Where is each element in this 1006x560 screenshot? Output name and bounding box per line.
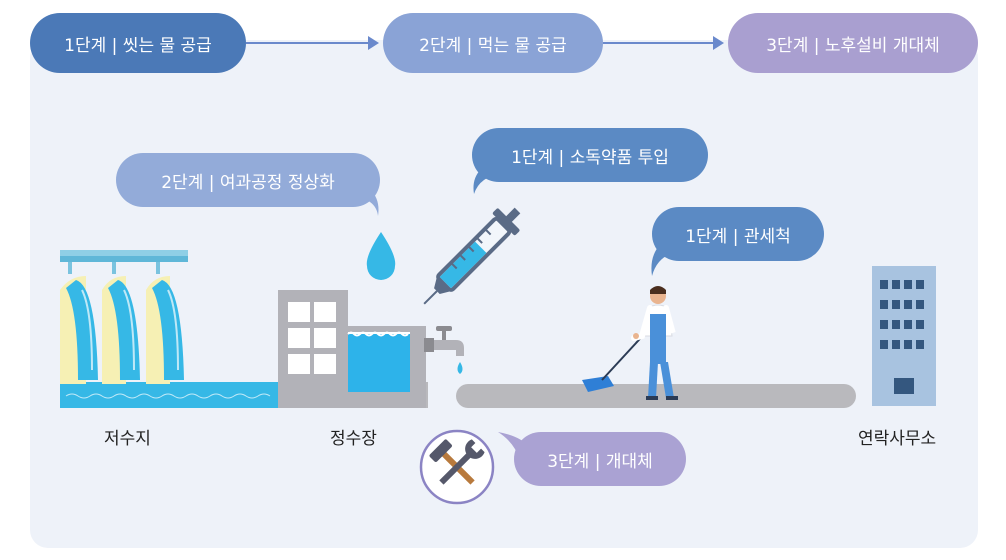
pipe-cleaning-callout: 1단계 | 관세척 <box>652 207 824 261</box>
hammer-wrench-icon <box>419 429 495 505</box>
stage-1-pill: 1단계 | 씻는 물 공급 <box>30 13 246 73</box>
water-drop-icon <box>366 232 396 280</box>
reservoir-label: 저수지 <box>104 429 151 449</box>
stage-2-pill: 2단계 | 먹는 물 공급 <box>383 13 603 73</box>
water-plant-icon <box>278 290 426 408</box>
flow-arrow-1-line <box>246 42 370 44</box>
filtration-callout-label: 2단계 | 여과공정 정상화 <box>161 172 335 193</box>
stage-3-label: 3단계 | 노후설비 개대체 <box>766 35 940 56</box>
syringe-icon <box>423 207 521 305</box>
office-building-icon <box>872 266 936 406</box>
flow-arrow-2-line <box>603 42 715 44</box>
stage-2-label: 2단계 | 먹는 물 공급 <box>419 35 567 56</box>
office-label: 연락사무소 <box>858 429 937 449</box>
pipe-cleaning-callout-label: 1단계 | 관세척 <box>685 226 791 247</box>
replacement-callout-label: 3단계 | 개대체 <box>547 451 653 472</box>
flow-arrow-2-head <box>713 36 724 50</box>
worker-icon <box>582 286 678 400</box>
flow-arrow-1-head <box>368 36 379 50</box>
stage-3-pill: 3단계 | 노후설비 개대체 <box>728 13 978 73</box>
stage-1-label: 1단계 | 씻는 물 공급 <box>64 35 212 56</box>
water-plant-label: 정수장 <box>330 429 377 449</box>
disinfectant-callout: 1단계 | 소독약품 투입 <box>472 128 708 182</box>
faucet-icon <box>424 326 464 374</box>
filtration-callout: 2단계 | 여과공정 정상화 <box>116 153 380 207</box>
dam-icon <box>60 250 188 384</box>
replacement-callout: 3단계 | 개대체 <box>514 432 686 486</box>
disinfectant-callout-label: 1단계 | 소독약품 투입 <box>511 147 669 168</box>
diagram-panel <box>30 40 978 548</box>
